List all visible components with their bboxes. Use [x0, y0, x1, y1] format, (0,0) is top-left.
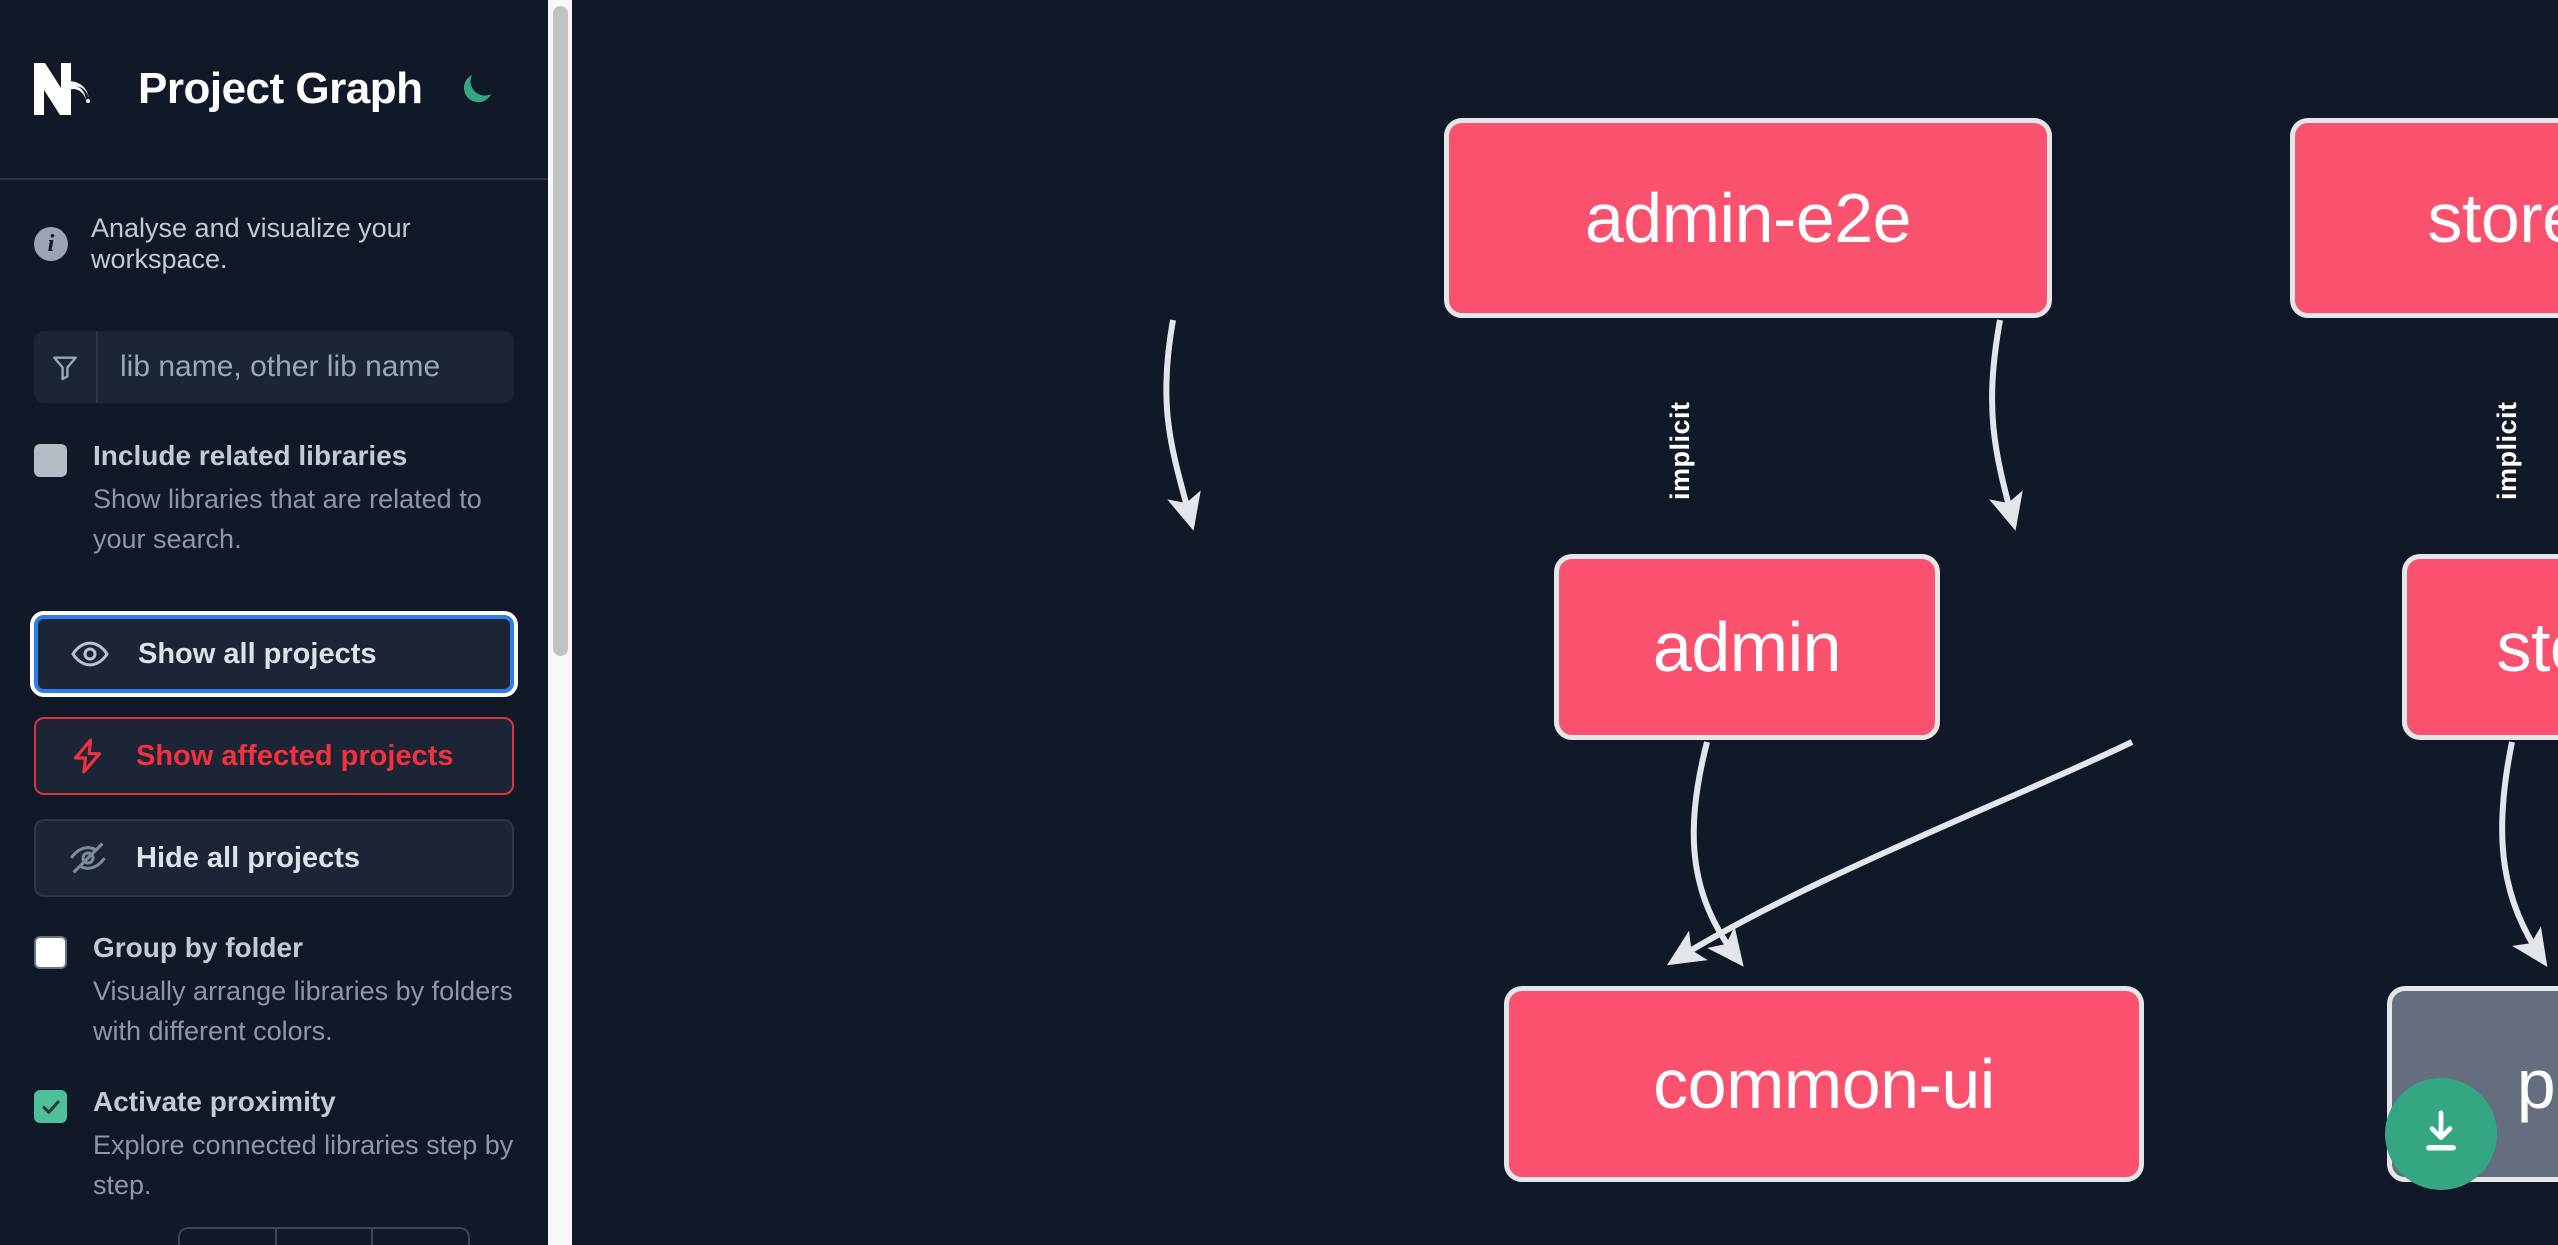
segment-3[interactable]: [373, 1229, 468, 1245]
proximity-segmented-control[interactable]: [178, 1227, 470, 1245]
graph-node-common-ui-label: common-ui: [1653, 1045, 1995, 1123]
segment-1[interactable]: [180, 1229, 277, 1245]
include-related-libraries-texts: Include related libraries Show libraries…: [93, 439, 514, 559]
graph-node-common-ui[interactable]: common-ui: [1504, 986, 2144, 1182]
graph-edges: [1163, 319, 2548, 967]
lightning-icon: [68, 736, 114, 776]
sidebar-header: Project Graph: [0, 0, 548, 180]
info-icon: i: [34, 227, 68, 261]
sidebar-scrollbar-track[interactable]: [548, 0, 572, 1245]
show-all-projects-button[interactable]: Show all projects: [30, 611, 518, 697]
group-by-folder-checkbox[interactable]: [34, 936, 67, 969]
check-icon: [42, 1099, 60, 1114]
hide-all-projects-label: Hide all projects: [136, 841, 361, 874]
workspace-info: i Analyse and visualize your workspace.: [0, 180, 548, 275]
graph-node-admin-label: admin: [1652, 608, 1842, 686]
graph-node-admin-e2e-label: admin-e2e: [1584, 179, 1912, 257]
edge-label-store-e2e-store: implicit: [2492, 401, 2522, 500]
graph-node-store-e2e[interactable]: store-e2e: [2290, 118, 2558, 318]
checkbox-row-group-by-folder[interactable]: Group by folder Visually arrange librari…: [0, 931, 548, 1051]
show-affected-projects-button[interactable]: Show affected projects: [34, 717, 514, 795]
graph-node-admin[interactable]: admin: [1554, 554, 1940, 740]
include-related-libraries-label: Include related libraries: [93, 440, 408, 471]
show-all-projects-label: Show all projects: [138, 637, 377, 670]
eye-off-icon: [68, 838, 114, 878]
edge-store-products: [2499, 741, 2548, 967]
activate-proximity-label: Activate proximity: [93, 1086, 336, 1117]
graph-node-store-e2e-label: store-e2e: [2427, 179, 2558, 257]
sidebar: Project Graph i Analyse and visualize yo…: [0, 0, 572, 1245]
checkbox-row-activate-proximity[interactable]: Activate proximity Explore connected lib…: [0, 1085, 548, 1205]
activate-proximity-texts: Activate proximity Explore connected lib…: [93, 1085, 514, 1205]
segment-2[interactable]: [277, 1229, 374, 1245]
activate-proximity-checkbox[interactable]: [34, 1090, 67, 1123]
project-visibility-buttons: Show all projects Show affected projects: [30, 611, 518, 897]
search-input[interactable]: [98, 331, 514, 403]
nx-logo-icon: [30, 57, 106, 121]
download-image-button[interactable]: [2385, 1078, 2497, 1190]
edge-label-admin-e2e-admin: implicit: [1665, 401, 1695, 500]
graph-node-admin-e2e[interactable]: admin-e2e: [1444, 118, 2052, 318]
checkbox-row-include-related-libraries[interactable]: Include related libraries Show libraries…: [0, 439, 548, 559]
page-title: Project Graph: [138, 64, 423, 113]
graph-node-store[interactable]: store: [2402, 554, 2558, 740]
graph-node-store-label: store: [2496, 608, 2558, 686]
edge-store-common-ui: [1666, 739, 2134, 966]
group-by-folder-texts: Group by folder Visually arrange librari…: [93, 931, 514, 1051]
include-related-libraries-description: Show libraries that are related to your …: [93, 484, 482, 554]
sidebar-scrollbar-thumb[interactable]: [553, 6, 568, 656]
hide-all-projects-button[interactable]: Hide all projects: [34, 819, 514, 897]
include-related-libraries-checkbox[interactable]: [34, 444, 67, 477]
sidebar-content: Project Graph i Analyse and visualize yo…: [0, 0, 548, 1245]
search-field[interactable]: [34, 331, 514, 403]
group-by-folder-description: Visually arrange libraries by folders wi…: [93, 976, 513, 1046]
edge-admin-common-ui: [1690, 741, 1744, 967]
moon-icon[interactable]: [456, 68, 498, 110]
edge-store-e2e-store: [1989, 319, 2023, 531]
activate-proximity-description: Explore connected libraries step by step…: [93, 1130, 514, 1200]
edge-admin-e2e-admin: [1163, 319, 1201, 531]
filter-icon: [34, 331, 98, 403]
graph-node-products-label: products: [2516, 1045, 2558, 1123]
workspace-info-text: Analyse and visualize your workspace.: [91, 213, 411, 274]
show-affected-projects-label: Show affected projects: [136, 739, 454, 772]
download-icon: [2414, 1105, 2468, 1164]
graph-canvas[interactable]: admin-e2e store-e2e admin store common-u…: [572, 0, 2558, 1245]
eye-icon: [70, 634, 116, 674]
group-by-folder-label: Group by folder: [93, 932, 303, 963]
